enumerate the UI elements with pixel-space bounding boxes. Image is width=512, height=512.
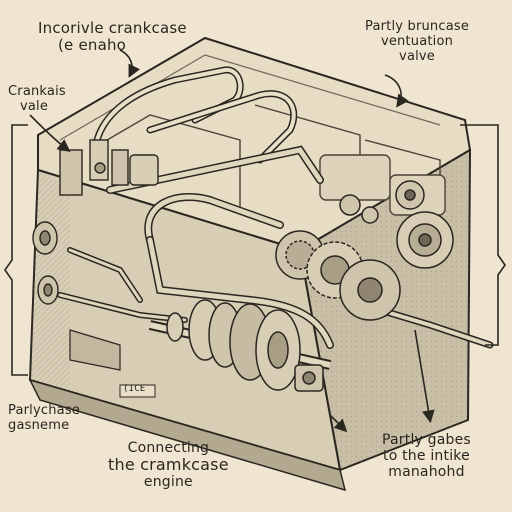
label-bottom-right-line3: manahohd <box>388 464 465 481</box>
crankshaft-assembly <box>148 299 332 392</box>
label-bottom-center: Connecting the cramkcase engine <box>108 440 229 491</box>
label-top-left: Incorivle crankcase (e enaho <box>38 19 187 55</box>
label-top-right: Partly bruncase ventuation valve <box>365 19 470 65</box>
label-top-right-line1: Partly bruncase <box>365 19 470 34</box>
label-bottom-left-line1: Parlychase <box>8 403 80 418</box>
label-top-right-line2: ventuation <box>380 33 454 49</box>
label-left-upper-line2: vale <box>20 98 49 114</box>
label-bottom-right: Partly gabes to the intike manahohd <box>382 432 471 480</box>
label-bottom-center-line1: Connecting <box>127 440 210 456</box>
name-plate <box>119 384 156 398</box>
label-bottom-right-line2: to the intike <box>383 448 470 465</box>
label-bottom-right-line1: Partly gabes <box>382 432 471 448</box>
name-plate-text: (ICE <box>123 384 146 394</box>
label-bottom-left-line2: gasneme <box>8 417 70 433</box>
label-left-upper: Crankais vale <box>8 84 66 115</box>
label-top-right-line3: valve <box>399 48 436 64</box>
label-bottom-center-line2: the cramkcase <box>108 455 229 475</box>
callout-arrows <box>29 49 435 433</box>
left-flanges <box>32 221 59 305</box>
valve-cluster <box>59 139 159 196</box>
label-top-left-line2: (e enaho <box>58 36 127 55</box>
label-top-left-line1: Incorivle crankcase <box>38 19 187 37</box>
label-bottom-left: Parlychase gasneme <box>8 403 80 434</box>
external-loops <box>4 124 506 376</box>
gear-train <box>275 180 454 321</box>
pipe-network <box>57 66 494 349</box>
label-bottom-center-line3: engine <box>143 474 193 491</box>
label-left-upper-line1: Crankais <box>8 84 66 99</box>
